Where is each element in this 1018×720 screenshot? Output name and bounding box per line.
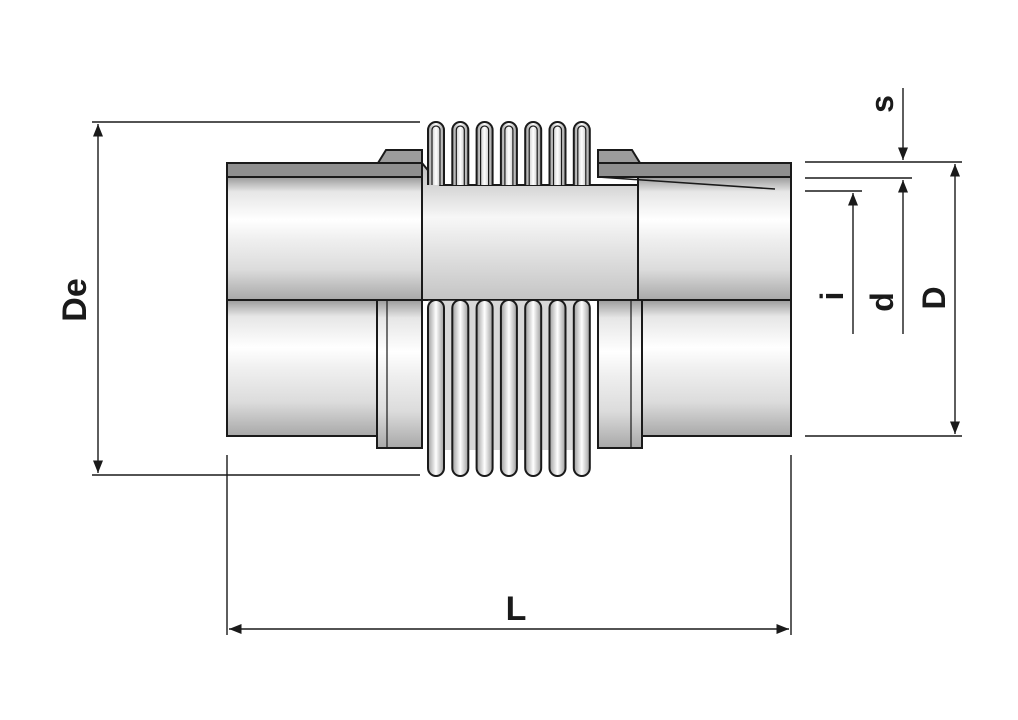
right-pipe-bore (637, 176, 792, 301)
sleeve-edge-line (597, 176, 776, 190)
bellows-rib (499, 299, 518, 477)
bellows-rib (572, 299, 591, 477)
bellows-section (427, 121, 591, 185)
left-ring (376, 299, 423, 449)
left-pipe-wall (226, 162, 423, 178)
bellows-convolution-section (475, 121, 494, 185)
label-De: De (56, 278, 94, 321)
bellows-convolution-inner (480, 125, 490, 185)
bellows-convolution-section (427, 121, 445, 185)
bellows-convolution-inner (577, 125, 587, 185)
section-view (226, 121, 792, 301)
label-d: d (864, 292, 900, 312)
left-pipe-outer (226, 299, 388, 437)
bellows-convolution-section (524, 121, 543, 185)
bellows-convolution-inner (504, 125, 514, 185)
right-ring (597, 299, 643, 449)
bellows-convolution-inner (455, 125, 465, 185)
label-D: D (916, 286, 952, 309)
bellows-rib (475, 299, 494, 477)
right-pipe-outer (641, 299, 792, 437)
external-view (226, 299, 792, 477)
bellows-convolution-section (499, 121, 518, 185)
bellows-convolution-inner (528, 125, 538, 185)
left-pipe-bore (226, 176, 423, 301)
label-i: i (814, 292, 850, 301)
bellows-convolution-section (451, 121, 470, 185)
bellows-rib (451, 299, 470, 477)
bellows-convolution-inner (431, 125, 441, 185)
bellows-rib (524, 299, 543, 477)
bellows-convolution-section (548, 121, 567, 185)
bellows-rib (427, 299, 445, 477)
bellows-external (427, 299, 591, 477)
right-collar (597, 149, 642, 164)
label-L: L (506, 590, 527, 628)
dimensions (92, 88, 962, 635)
bellows-convolution-inner (552, 125, 563, 185)
bellows-convolution-section (572, 121, 591, 185)
left-collar (376, 149, 423, 164)
label-s: s (864, 95, 900, 113)
right-pipe-wall (597, 162, 792, 178)
bellows-rib (548, 299, 567, 477)
